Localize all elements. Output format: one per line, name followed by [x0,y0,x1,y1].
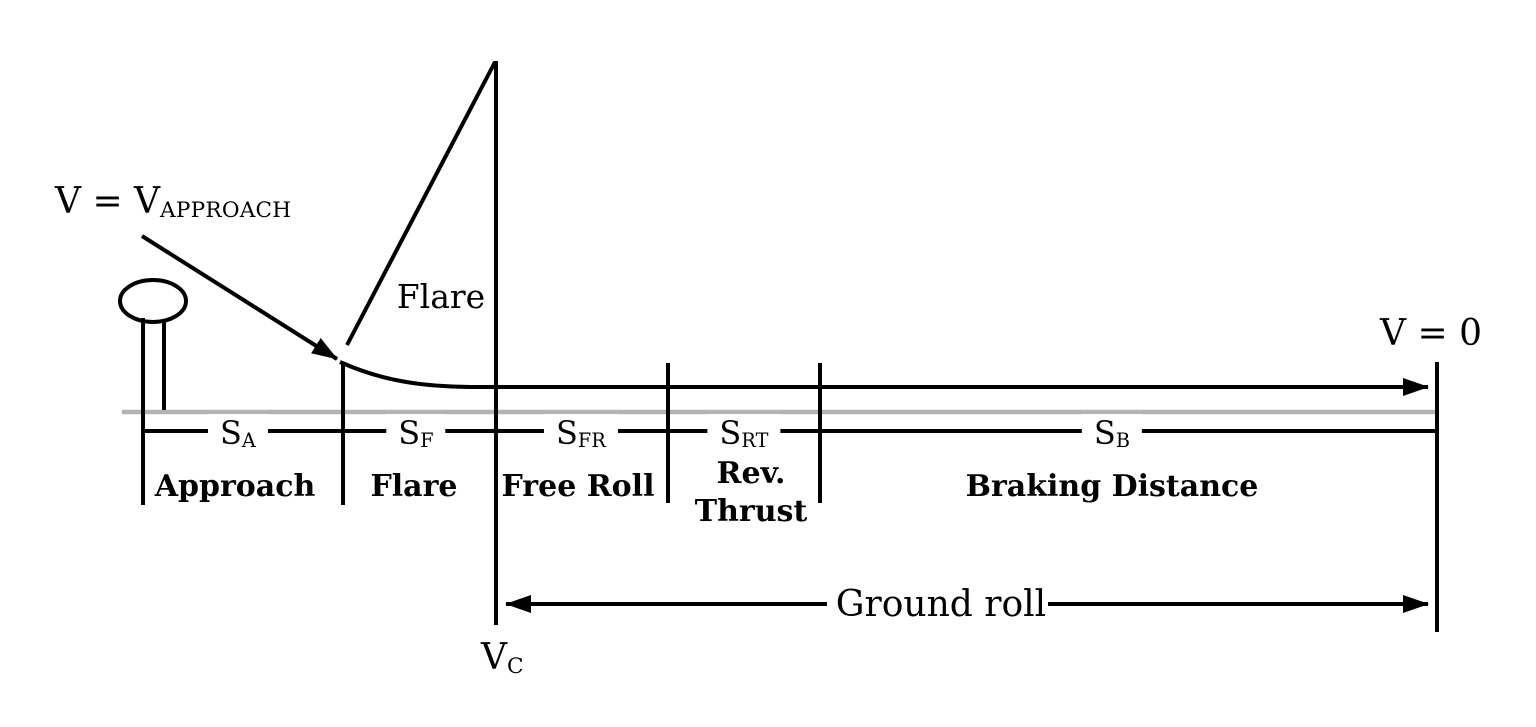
flare-path-line [345,61,497,346]
segment-symbol-srt: SRT [707,414,781,457]
srt-main: S [719,414,742,452]
v-contact-main: V [481,637,507,678]
approach-path-line [140,234,339,361]
v-approach-main: V = V [55,181,161,222]
v-zero-label: V = 0 [1380,313,1482,354]
phase-label-free-roll: Free Roll [501,469,655,504]
srt-sub: RT [741,429,769,453]
obstacle-icon [118,278,188,410]
sf-sub: F [420,429,434,453]
ground-roll-label: Ground roll [835,584,1047,625]
sb-sub: B [1115,429,1131,453]
flare-annotation: Flare [396,277,486,316]
sb-main: S [1093,414,1116,452]
v-approach-sub: APPROACH [160,197,292,223]
v-contact-sub: C [507,653,524,679]
segment-symbol-sfr: SFR [543,414,619,457]
obstacle-head [118,278,188,324]
phase-label-flare: Flare [370,469,458,504]
sf-main: S [398,414,421,452]
sfr-sub: FR [577,429,607,453]
v-approach-label: V = VAPPROACH [55,180,291,228]
segment-symbol-sb: SB [1081,414,1143,457]
sfr-main: S [555,414,578,452]
segment-symbol-sf: SF [386,414,446,457]
segment-symbol-sa: SA [208,414,268,457]
sa-sub: A [241,429,256,453]
sa-main: S [220,414,242,452]
phase-label-approach: Approach [154,469,316,504]
phase-label-braking-distance: Braking Distance [965,469,1259,504]
phase-label-rev-thrust: Rev. Thrust [694,456,808,529]
ground-path-line [339,360,1429,396]
v-contact-label: VC [481,636,524,684]
